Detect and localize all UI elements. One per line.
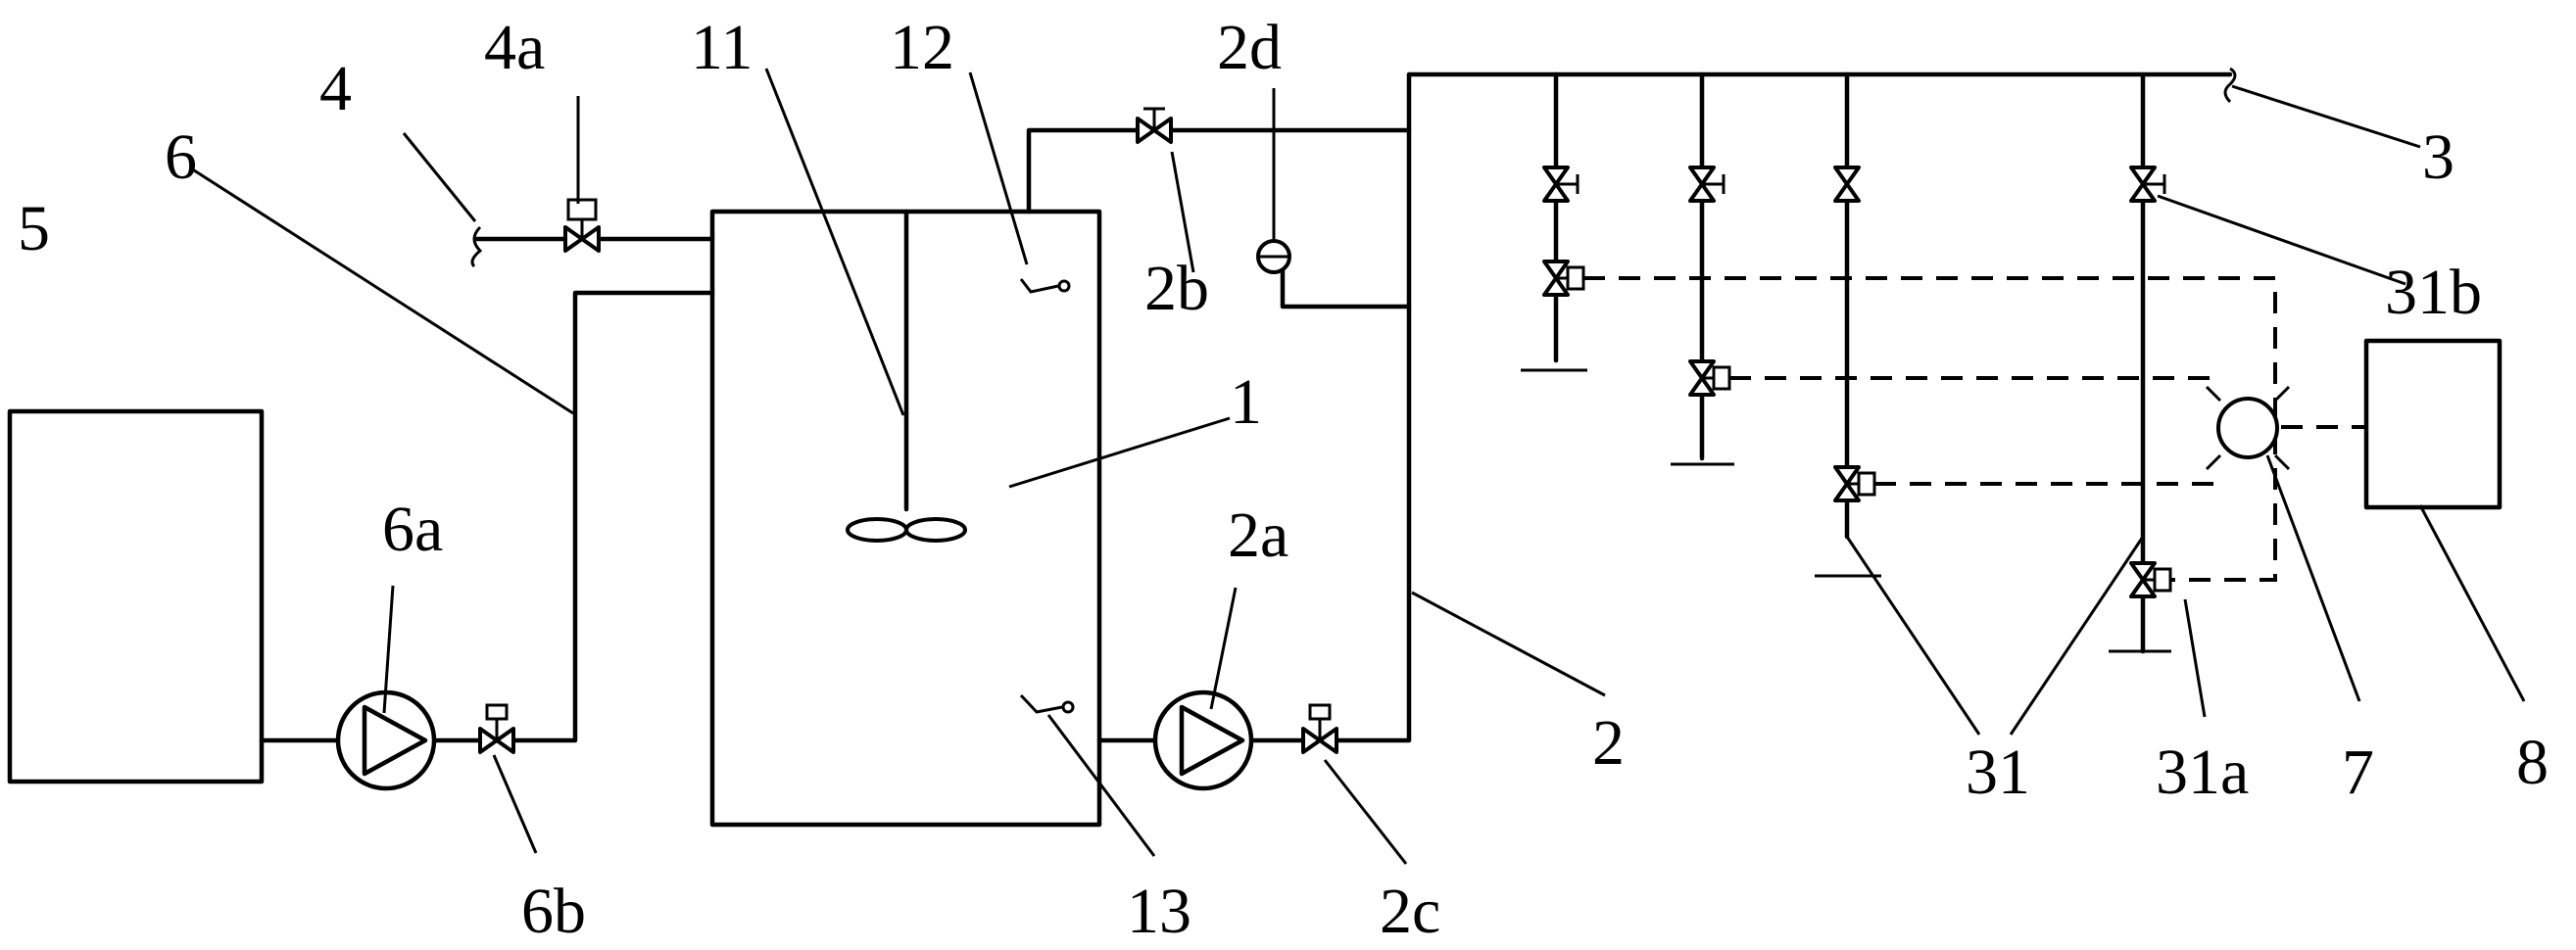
label-5: 5: [18, 193, 50, 264]
label-4: 4: [319, 53, 352, 124]
label-11: 11: [691, 12, 753, 83]
label-31a: 31a: [2156, 736, 2249, 808]
label-2a: 2a: [1228, 499, 1288, 571]
label-6b: 6b: [521, 876, 586, 947]
valve-6b: [478, 703, 515, 754]
label-6: 6: [165, 121, 197, 193]
label-3: 3: [2422, 121, 2454, 193]
branch-pipes-31: [1521, 71, 2171, 654]
label-12: 12: [890, 12, 954, 83]
pump-6a: [335, 689, 437, 791]
solenoid-valves-31a: [1542, 260, 2172, 598]
return-line: [1026, 127, 1412, 214]
label-2d: 2d: [1217, 12, 1282, 83]
label-31b: 31b: [2385, 257, 2482, 328]
pipeline-2: [1096, 71, 2233, 743]
label-2c: 2c: [1380, 876, 1440, 947]
label-1: 1: [1230, 366, 1262, 438]
pressure-gauge-2d: [1256, 239, 1291, 274]
control-signal-lines: [1583, 276, 2366, 582]
manual-valves-31b: [1542, 166, 2166, 203]
sensor-13: [1019, 693, 1075, 714]
label-7: 7: [2342, 736, 2374, 808]
label-2: 2: [1592, 707, 1625, 779]
label-13: 13: [1127, 876, 1191, 947]
label-8: 8: [2516, 727, 2549, 798]
label-6a: 6a: [382, 494, 443, 565]
label-4a: 4a: [484, 12, 545, 83]
leader-lines: [190, 68, 2526, 865]
sensor-12: [1019, 278, 1071, 294]
valve-4a: [563, 198, 601, 253]
valve-2c: [1301, 703, 1338, 754]
agitator-impeller-11: [846, 517, 967, 543]
label-2b: 2b: [1144, 253, 1209, 324]
pump-2a: [1152, 689, 1254, 791]
valve-2b: [1136, 107, 1173, 144]
raw-material-tank-5: [7, 408, 265, 784]
pipeline-6: [259, 290, 715, 743]
controller-box-8: [2363, 338, 2503, 510]
label-31: 31: [1966, 736, 2030, 808]
control-unit-7: [2205, 385, 2291, 471]
